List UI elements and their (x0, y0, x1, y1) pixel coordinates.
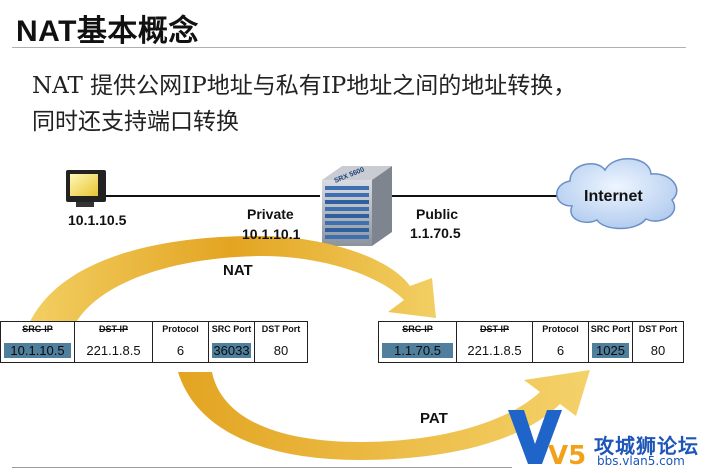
srx-router-icon: SRX 5600 (322, 166, 392, 246)
header-dst-ip: DST-IP (98, 324, 128, 334)
packet-after-src-ip: SRC-IP 1.1.70.5 (379, 322, 457, 362)
logo-text: V5 (548, 441, 586, 471)
v5-logo-icon: V5 (508, 410, 586, 471)
value-src-port: 1025 (592, 343, 629, 358)
packet-after-src-port: SRC Port 1025 (589, 322, 633, 362)
header-dst-port: DST Port (261, 324, 301, 334)
title-divider (12, 47, 686, 48)
value-src-ip: 10.1.10.5 (4, 343, 71, 358)
packet-after: SRC-IP 1.1.70.5 DST-IP 221.1.8.5 Protoco… (378, 321, 684, 363)
value-dst-port: 80 (273, 343, 289, 358)
value-protocol: 6 (176, 343, 185, 358)
packet-after-dst-ip: DST-IP 221.1.8.5 (457, 322, 533, 362)
internet-label: Internet (584, 188, 643, 205)
header-dst-port: DST Port (638, 324, 678, 334)
header-protocol: Protocol (542, 324, 579, 334)
nat-arrow-label: NAT (223, 262, 253, 279)
header-src-ip: SRC-IP (22, 324, 53, 334)
watermark-url: bbs.vlan5.com (597, 454, 685, 468)
public-ip-label: 1.1.70.5 (410, 225, 461, 241)
slide-title: NAT基本概念 (16, 15, 199, 48)
public-label: Public (416, 206, 459, 222)
value-src-ip: 1.1.70.5 (382, 343, 453, 358)
slide-subtitle: NAT 提供公网IP地址与私有IP地址之间的地址转换， 同时还支持端口转换 (32, 68, 576, 140)
private-label: Private (247, 206, 294, 222)
subtitle-line-2: 同时还支持端口转换 (32, 109, 239, 135)
packet-before-protocol: Protocol 6 (153, 322, 209, 362)
packet-before-src-ip: SRC-IP 10.1.10.5 (1, 322, 75, 362)
computer-icon (66, 170, 106, 207)
value-dst-ip: 221.1.8.5 (86, 343, 141, 358)
value-protocol: 6 (556, 343, 565, 358)
subtitle-line-1: NAT 提供公网IP地址与私有IP地址之间的地址转换， (32, 73, 577, 99)
packet-before: SRC-IP 10.1.10.5 DST-IP 221.1.8.5 Protoc… (0, 321, 308, 363)
header-src-port: SRC Port (211, 324, 252, 334)
bottom-divider (12, 467, 512, 468)
private-ip-label: 10.1.10.1 (242, 226, 301, 242)
packet-after-dst-port: DST Port 80 (633, 322, 683, 362)
packet-before-src-port: SRC Port 36033 (209, 322, 255, 362)
packet-after-protocol: Protocol 6 (533, 322, 589, 362)
nat-arrow (28, 235, 436, 326)
header-src-port: SRC Port (590, 324, 631, 334)
internet-cloud-icon (556, 157, 678, 230)
packet-before-dst-port: DST Port 80 (255, 322, 307, 362)
header-dst-ip: DST-IP (479, 324, 509, 334)
watermark-name: 攻城狮论坛 (594, 434, 699, 458)
pat-arrow (178, 370, 590, 460)
header-protocol: Protocol (162, 324, 199, 334)
header-src-ip: SRC-IP (402, 324, 433, 334)
value-dst-ip: 221.1.8.5 (467, 343, 522, 358)
pat-arrow-label: PAT (420, 410, 448, 427)
value-src-port: 36033 (212, 343, 251, 358)
value-dst-port: 80 (650, 343, 666, 358)
host-ip-label: 10.1.10.5 (68, 212, 127, 228)
packet-before-dst-ip: DST-IP 221.1.8.5 (75, 322, 153, 362)
